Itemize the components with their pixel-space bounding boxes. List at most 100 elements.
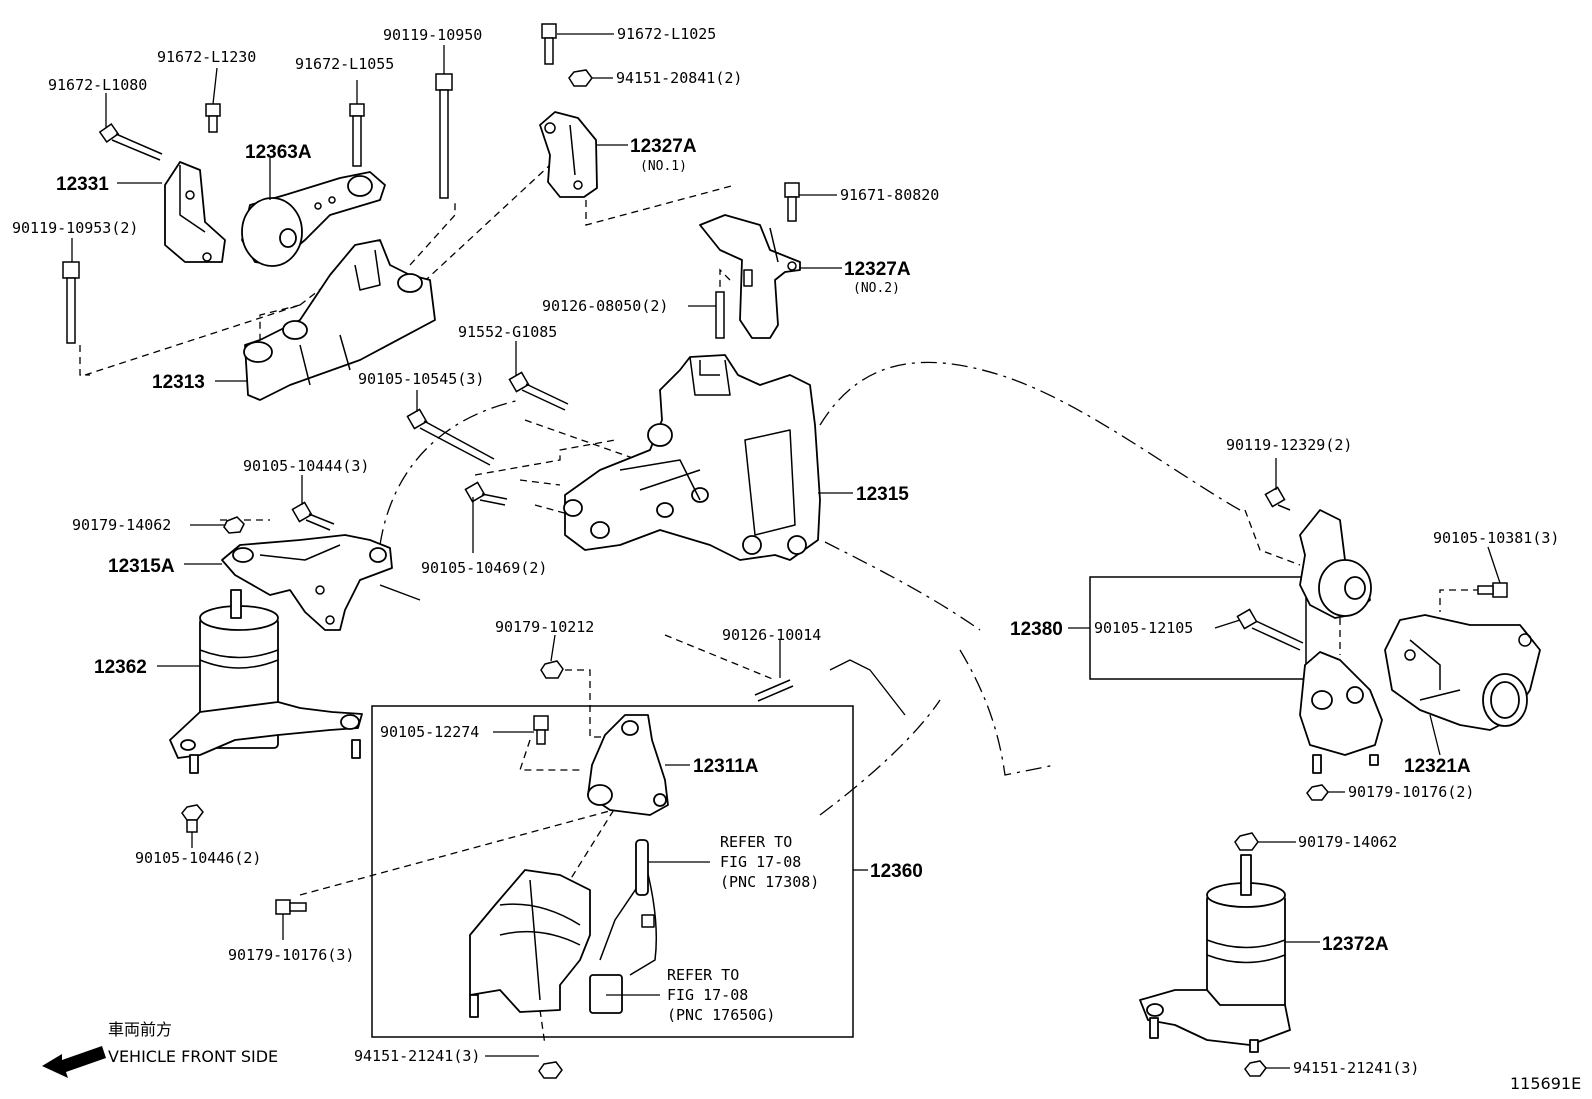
- label-90105-10381: 90105-10381(3): [1433, 529, 1559, 547]
- bolt-91672-L1025: [541, 23, 557, 65]
- leader-line: [550, 634, 556, 662]
- label-94151-21241-left: 90105-10446(2): [135, 849, 261, 867]
- dash-line: [1439, 589, 1492, 612]
- nut-90179-10212: [540, 660, 564, 679]
- nut-90179-10176-bottom: [538, 1061, 563, 1079]
- bracket-12327A-no2: [699, 214, 801, 339]
- label-12360: 12360: [870, 861, 923, 882]
- label-91672-L1230: 91672-L1230: [157, 48, 256, 66]
- direction-label-english: VEHICLE FRONT SIDE: [108, 1047, 278, 1066]
- dash-line: [664, 634, 776, 681]
- mount-12380: [1299, 509, 1383, 774]
- dash-line: [819, 361, 1241, 511]
- bracket-12315: [563, 354, 821, 561]
- bolt-91552-G1085: [508, 371, 569, 411]
- bracket-12327A-no1: [539, 111, 598, 198]
- dash-line: [474, 439, 616, 476]
- bolt-90119-10950: [435, 73, 453, 199]
- label-90179-10176-right: 90179-10176(2): [1348, 783, 1474, 801]
- label-94151-20841: 94151-20841(2): [616, 69, 742, 87]
- label-90126-10014: 90126-10014: [722, 626, 821, 644]
- mount-lower-12360: [469, 869, 591, 1018]
- nut-90179-10176-right: [1306, 784, 1329, 801]
- refer-note-1-line2: FIG 17-08: [720, 853, 801, 871]
- label-90105-12105: 90105-12105: [1094, 619, 1193, 637]
- bracket-12313: [243, 239, 436, 401]
- label-12362: 12362: [94, 657, 147, 678]
- label-12327A-no1-sub: (NO.1): [640, 159, 687, 174]
- stud-90126-10014: [754, 679, 794, 702]
- label-12315A: 12315A: [108, 556, 175, 577]
- label-90179-10176-bottom: 94151-21241(3): [354, 1047, 480, 1065]
- label-12327A-no1: 12327A: [630, 136, 697, 157]
- bracket-12315A: [221, 534, 393, 631]
- label-90119-10953: 90119-10953(2): [12, 219, 138, 237]
- label-90119-12329: 90119-12329(2): [1226, 436, 1352, 454]
- label-12327A-no2: 12327A: [844, 259, 911, 280]
- bolt-90105-10545: [406, 408, 495, 466]
- dash-line: [519, 739, 580, 771]
- refer-note-2-line1: REFER TO: [667, 966, 739, 984]
- bolt-91672-L1080: [98, 123, 163, 161]
- label-90105-10446: 90179-10176(3): [228, 946, 354, 964]
- front-arrow-icon: [42, 1046, 106, 1078]
- label-91672-L1025: 91672-L1025: [617, 25, 716, 43]
- dash-line: [959, 649, 1056, 776]
- bolt-90105-10446: [275, 899, 307, 915]
- dash-line: [539, 799, 621, 1046]
- torque-rod-12363A: [241, 171, 386, 267]
- box-12360-group: [371, 705, 854, 1038]
- leader-line: [212, 67, 218, 105]
- dash-line: [585, 184, 736, 226]
- label-90126-08050: 90126-08050(2): [542, 297, 668, 315]
- label-90105-12274: 90105-12274: [380, 723, 479, 741]
- vacuum-hose-assembly: [589, 839, 658, 1014]
- label-12372A: 12372A: [1322, 934, 1389, 955]
- nut-94151-20841: [568, 69, 593, 87]
- bracket-12331: [164, 161, 226, 263]
- bolt-91672-L1055: [349, 103, 365, 167]
- label-12321A: 12321A: [1404, 756, 1471, 777]
- bolt-91671-80820: [784, 182, 800, 222]
- label-12311A: 12311A: [693, 756, 759, 777]
- label-12363A: 12363A: [245, 142, 312, 163]
- refer-note-2-line2: FIG 17-08: [667, 986, 748, 1004]
- label-91672-L1055: 91672-L1055: [295, 55, 394, 73]
- stud-90126-08050: [715, 291, 725, 339]
- refer-note-2-line3: (PNC 17650G): [667, 1006, 775, 1024]
- bolt-91672-L1230: [205, 103, 221, 133]
- dash-line: [1244, 509, 1301, 566]
- nut-90179-14062-left: [223, 516, 245, 534]
- label-90179-10212: 90179-10212: [495, 618, 594, 636]
- leader-line: [1429, 714, 1441, 756]
- nut-94151-21241-right: [1244, 1060, 1267, 1077]
- mount-12362: [169, 589, 363, 774]
- dash-line: [79, 345, 90, 376]
- dash-line: [719, 268, 731, 300]
- label-90105-10469: 90105-10469(2): [421, 559, 547, 577]
- label-90179-14062-left: 90179-14062: [72, 516, 171, 534]
- dash-line: [299, 799, 651, 896]
- bolt-90105-12105: [1236, 608, 1304, 651]
- label-90105-10545: 90105-10545(3): [358, 370, 484, 388]
- bolt-90119-12329: [1264, 486, 1291, 511]
- bolt-90105-10444: [291, 501, 335, 531]
- dash-line: [84, 304, 301, 376]
- bracket-12311A: [587, 714, 669, 816]
- label-94151-21241-right: 94151-21241(3): [1293, 1059, 1419, 1077]
- bolt-90105-10381: [1477, 582, 1508, 598]
- label-90105-10444: 90105-10444(3): [243, 457, 369, 475]
- label-90179-14062-right: 90179-14062: [1298, 833, 1397, 851]
- dash-line: [379, 399, 521, 546]
- nut-90179-14062-right: [1234, 832, 1259, 851]
- refer-note-1-line1: REFER TO: [720, 833, 792, 851]
- refer-note-1-line3: (PNC 17308): [720, 873, 819, 891]
- label-12380: 12380: [1010, 619, 1063, 640]
- label-91552-G1085: 91552-G1085: [458, 323, 557, 341]
- dash-line: [824, 541, 981, 631]
- dash-line: [819, 699, 941, 816]
- label-12331: 12331: [56, 174, 109, 195]
- leader-line: [1487, 546, 1501, 584]
- dash-line: [519, 479, 591, 521]
